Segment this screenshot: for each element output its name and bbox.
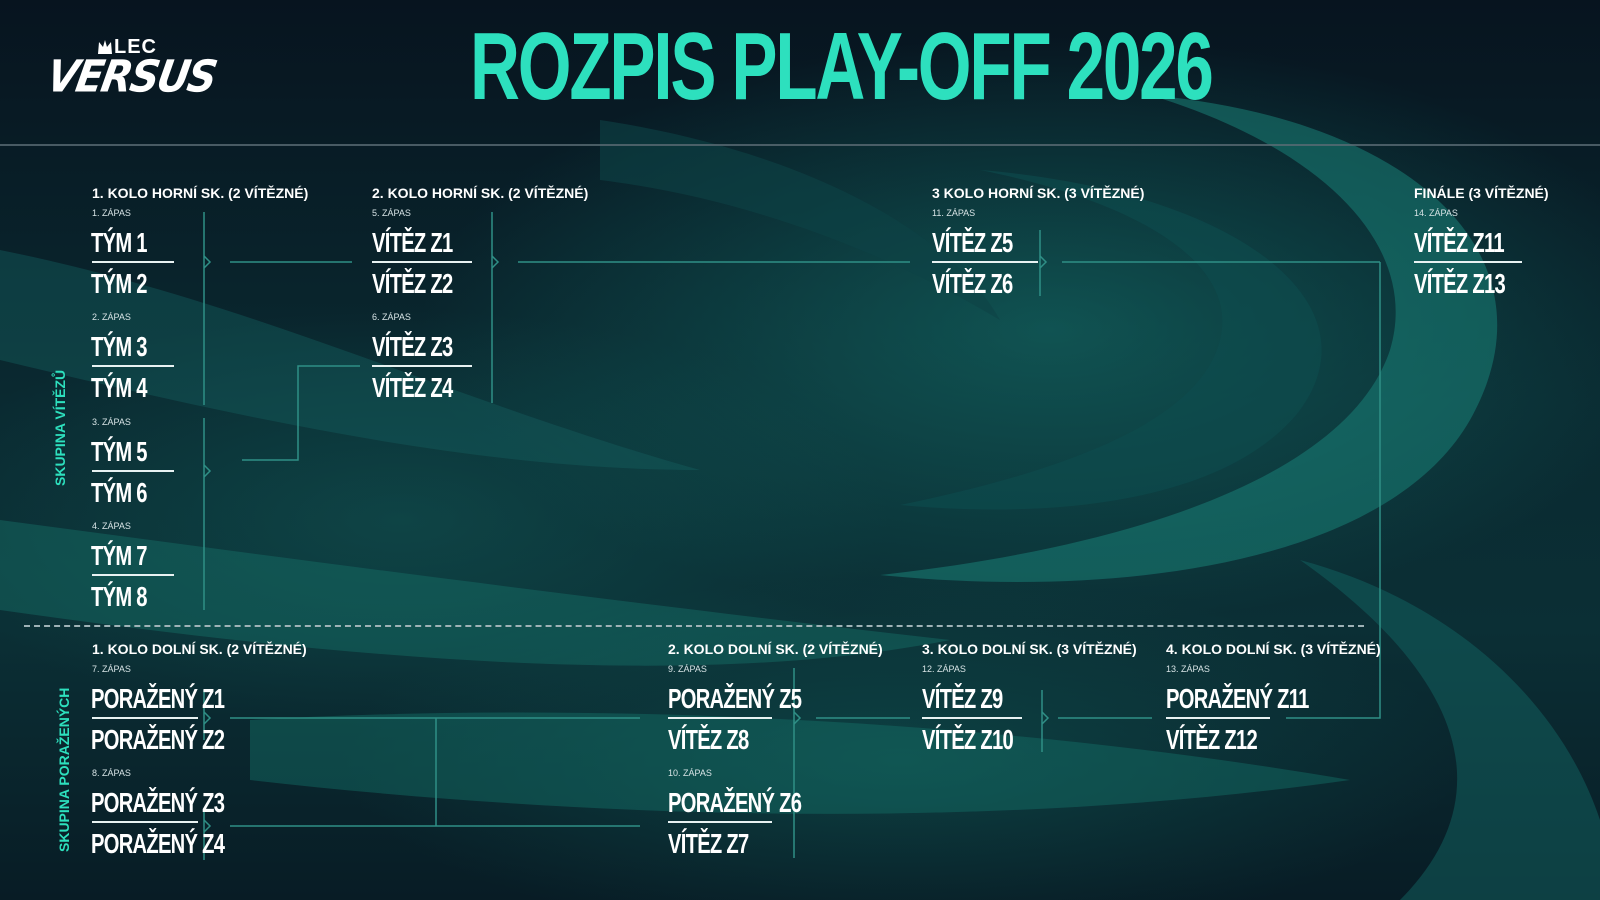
team-slot: VÍTĚZ Z8 [668,724,749,755]
round-header-ub1: 1. KOLO HORNÍ SK. (2 VÍTĚZNÉ) [92,185,309,201]
team-slot: VÍTĚZ Z10 [922,724,1014,755]
team-slot: VÍTĚZ Z3 [372,331,453,362]
match-label: 9. ZÁPAS [668,664,707,674]
match-label: 12. ZÁPAS [922,664,966,674]
slot-underline [92,574,174,576]
logo-text-lec: LEC [114,36,157,58]
team-slot: VÍTĚZ Z4 [372,372,453,403]
round-header-final: FINÁLE (3 VÍTĚZNÉ) [1414,185,1549,201]
team-slot: VÍTĚZ Z5 [932,227,1013,258]
section-label-lower: SKUPINA PORAŽENÝCH [56,687,72,852]
match-label: 11. ZÁPAS [932,208,976,218]
team-slot: VÍTĚZ Z9 [922,683,1003,714]
team-slot: VÍTĚZ Z6 [932,268,1013,299]
slot-underline [92,821,198,823]
slot-underline [932,261,1038,263]
section-label-upper: SKUPINA VÍTĚZŮ [52,369,68,486]
bracket-divider [24,625,1364,627]
team-slot: TÝM 3 [91,331,148,362]
slot-underline [372,261,472,263]
round-header-lb2: 2. KOLO DOLNÍ SK. (2 VÍTĚZNÉ) [668,641,883,657]
team-slot: VÍTĚZ Z2 [372,268,453,299]
team-slot: TÝM 5 [91,436,148,467]
header-divider [0,144,1600,146]
slot-underline [922,717,1022,719]
slot-underline [1414,261,1522,263]
team-slot: VÍTĚZ Z1 [372,227,453,258]
slot-underline [372,365,472,367]
match-label: 6. ZÁPAS [372,312,411,322]
slot-underline [1166,717,1270,719]
slot-underline [92,365,174,367]
lec-versus-logo: LEC VERSUS [43,36,232,108]
team-slot: TÝM 8 [91,581,148,612]
logo-text-versus: VERSUS [43,52,220,103]
page-title: ROZPIS PLAY-OFF 2026 [470,13,1214,120]
team-slot: TÝM 2 [91,268,148,299]
crown-icon [98,40,112,54]
team-slot: VÍTĚZ Z13 [1414,268,1506,299]
match-label: 7. ZÁPAS [92,664,131,674]
team-slot: PORAŽENÝ Z2 [91,724,225,755]
slot-underline [92,717,198,719]
round-header-lb1: 1. KOLO DOLNÍ SK. (2 VÍTĚZNÉ) [92,641,307,657]
match-label: 14. ZÁPAS [1414,208,1458,218]
slot-underline [92,470,174,472]
slot-underline [668,717,772,719]
slot-underline [668,821,772,823]
team-slot: VÍTĚZ Z7 [668,828,749,859]
match-label: 1. ZÁPAS [92,208,131,218]
match-label: 4. ZÁPAS [92,521,131,531]
round-header-ub3: 3 KOLO HORNÍ SK. (3 VÍTĚZNÉ) [932,185,1145,201]
match-label: 2. ZÁPAS [92,312,131,322]
round-header-lb4: 4. KOLO DOLNÍ SK. (3 VÍTĚZNÉ) [1166,641,1381,657]
slot-underline [92,261,174,263]
team-slot: PORAŽENÝ Z11 [1166,683,1309,714]
team-slot: PORAŽENÝ Z3 [91,787,225,818]
match-label: 10. ZÁPAS [668,768,712,778]
team-slot: PORAŽENÝ Z1 [91,683,225,714]
team-slot: VÍTĚZ Z12 [1166,724,1258,755]
match-label: 3. ZÁPAS [92,417,131,427]
team-slot: PORAŽENÝ Z6 [668,787,802,818]
team-slot: TÝM 1 [91,227,148,258]
match-label: 8. ZÁPAS [92,768,131,778]
round-header-lb3: 3. KOLO DOLNÍ SK. (3 VÍTĚZNÉ) [922,641,1137,657]
team-slot: TÝM 4 [91,372,148,403]
match-label: 13. ZÁPAS [1166,664,1210,674]
round-header-ub2: 2. KOLO HORNÍ SK. (2 VÍTĚZNÉ) [372,185,589,201]
team-slot: VÍTĚZ Z11 [1414,227,1505,258]
match-label: 5. ZÁPAS [372,208,411,218]
team-slot: TÝM 7 [91,540,148,571]
team-slot: TÝM 6 [91,477,148,508]
team-slot: PORAŽENÝ Z4 [91,828,225,859]
team-slot: PORAŽENÝ Z5 [668,683,802,714]
